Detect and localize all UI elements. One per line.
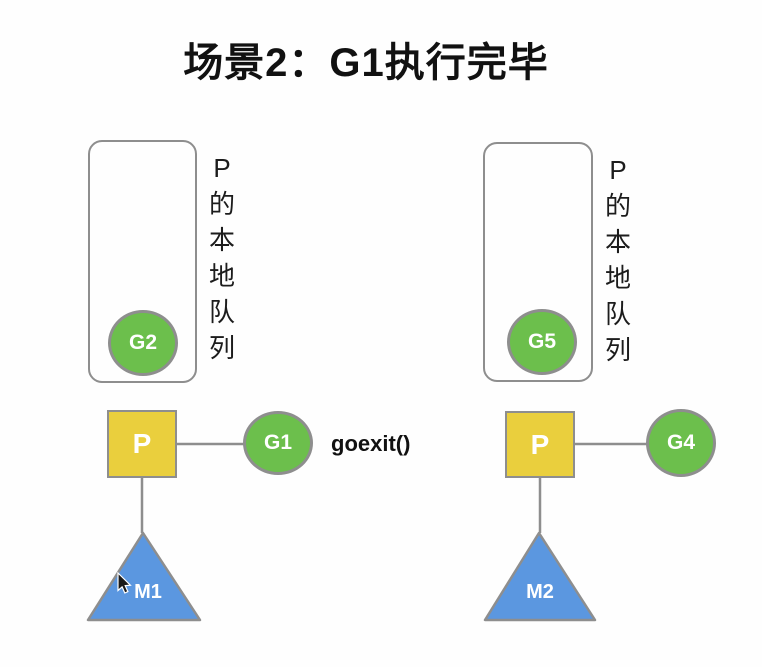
- mouse-cursor-icon: [117, 571, 132, 594]
- right-processor-p: P: [505, 411, 575, 478]
- right-queue-label: P的本地队列: [604, 155, 631, 365]
- left-processor-p: P: [107, 410, 177, 478]
- left-thread-label: M1: [134, 581, 162, 603]
- right-queued-goroutine-g5: G5: [507, 309, 577, 375]
- left-thread-triangle: [86, 531, 202, 622]
- right-running-goroutine-g4: G4: [646, 409, 716, 477]
- diagram-title: 场景2：G1执行完毕: [183, 41, 549, 85]
- left-running-goroutine-g1: G1: [243, 411, 313, 475]
- left-queued-goroutine-g2: G2: [108, 310, 178, 376]
- left-queue-label: P的本地队列: [208, 153, 235, 363]
- right-thread-triangle: [483, 531, 597, 622]
- goexit-annotation: goexit(): [331, 431, 411, 456]
- right-thread-label: M2: [526, 581, 554, 603]
